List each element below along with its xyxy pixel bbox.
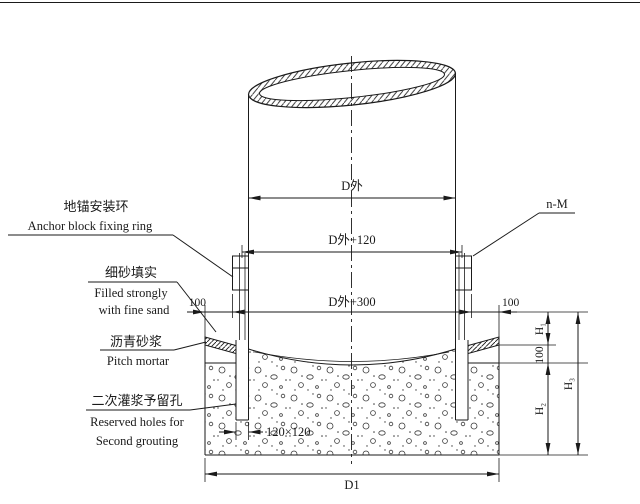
pipe-bottom-inner <box>254 351 450 362</box>
dim-d1: D1 <box>204 458 500 492</box>
callout-pitch-mortar: 沥青砂浆 Pitch mortar <box>100 334 207 368</box>
dim-right-chain: H₁ 100 H₂ H₃ <box>499 311 588 456</box>
dim-row-300: 100 D外+300 100 <box>187 294 520 337</box>
dim-d-outer-label: D外 <box>341 179 363 193</box>
pitch-mortar-label-zh: 沥青砂浆 <box>110 334 162 349</box>
dim-d1-label: D1 <box>344 478 359 492</box>
dim-d-outer: D外 <box>248 179 456 201</box>
fine-sand-label-en1: Filled strongly <box>94 286 168 300</box>
dim-gap-right-label: 100 <box>502 297 520 309</box>
dim-h2-label: H₂ <box>534 403 546 415</box>
fine-sand-label-zh: 细砂填实 <box>105 265 157 280</box>
pipe <box>247 59 457 366</box>
leader-anchor-ring <box>172 234 234 278</box>
dim-h1-label: H₁ <box>534 323 546 335</box>
callout-bolts: n-M <box>472 197 575 257</box>
dim-h3-label: H₃ <box>563 378 575 390</box>
pitch-mortar-label-en: Pitch mortar <box>107 354 170 368</box>
dim-100-label: 100 <box>534 346 546 364</box>
dim-hole-size-label: 120×120 <box>266 425 311 439</box>
grout-holes-label-en1: Reserved holes for <box>90 415 185 429</box>
callout-grout-holes: 二次灌浆予留孔 Reserved holes for Second grouti… <box>86 393 237 448</box>
anchor-ring-label-zh: 地锚安装环 <box>63 199 128 214</box>
pipe-top-opening <box>258 66 446 102</box>
grout-holes <box>235 340 469 421</box>
dim-d-outer-120: D外+120 <box>241 233 463 258</box>
dim-d-outer-120-label: D外+120 <box>328 233 375 247</box>
leader-bolts <box>472 212 540 257</box>
leader-grout-holes <box>189 403 237 411</box>
grout-holes-label-zh: 二次灌浆予留孔 <box>91 393 182 408</box>
anchor-ring-label-en: Anchor block fixing ring <box>28 219 153 233</box>
ring-bracket-left <box>232 255 249 291</box>
bolt-spec-label: n-M <box>546 197 568 211</box>
leader-pitch-mortar <box>173 341 207 351</box>
dim-d-outer-300-label: D外+300 <box>328 295 375 309</box>
callout-anchor-ring: 地锚安装环 Anchor block fixing ring <box>8 199 234 278</box>
fine-sand-label-en2: with fine sand <box>99 303 171 317</box>
ring-bracket-right <box>455 255 472 291</box>
grout-holes-label-en2: Second grouting <box>96 434 179 448</box>
foundation <box>204 337 500 456</box>
leader-fine-sand <box>176 281 217 333</box>
dim-hole-size: 120×120 <box>219 422 311 440</box>
pipe-bottom-outer <box>248 348 456 366</box>
concrete-fill <box>205 349 499 455</box>
dim-gap-left-label: 100 <box>189 297 207 309</box>
anchor-ring <box>232 253 472 342</box>
callout-fine-sand: 细砂填实 Filled strongly with fine sand <box>88 265 217 333</box>
